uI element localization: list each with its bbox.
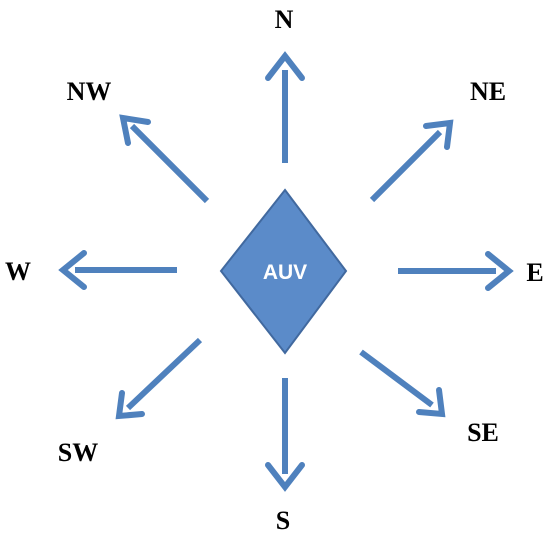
label-ne: NE bbox=[470, 77, 506, 106]
label-w: W bbox=[5, 257, 31, 286]
arrow-s bbox=[265, 378, 305, 492]
label-sw: SW bbox=[58, 438, 98, 467]
arrow-sw bbox=[115, 337, 203, 420]
arrow-ne bbox=[369, 119, 454, 203]
label-e: E bbox=[526, 258, 543, 287]
arrow-nw bbox=[119, 114, 210, 204]
label-se: SE bbox=[467, 418, 499, 447]
arrow-se bbox=[359, 349, 446, 418]
arrow-e bbox=[398, 251, 514, 291]
auv-label: AUV bbox=[263, 261, 307, 284]
label-s: S bbox=[276, 506, 290, 535]
auv-node: AUV bbox=[219, 188, 348, 355]
label-nw: NW bbox=[67, 77, 112, 106]
label-n: N bbox=[275, 5, 294, 34]
arrow-w bbox=[58, 250, 177, 290]
auv-diamond-shape bbox=[219, 188, 348, 355]
arrow-n bbox=[265, 51, 305, 163]
